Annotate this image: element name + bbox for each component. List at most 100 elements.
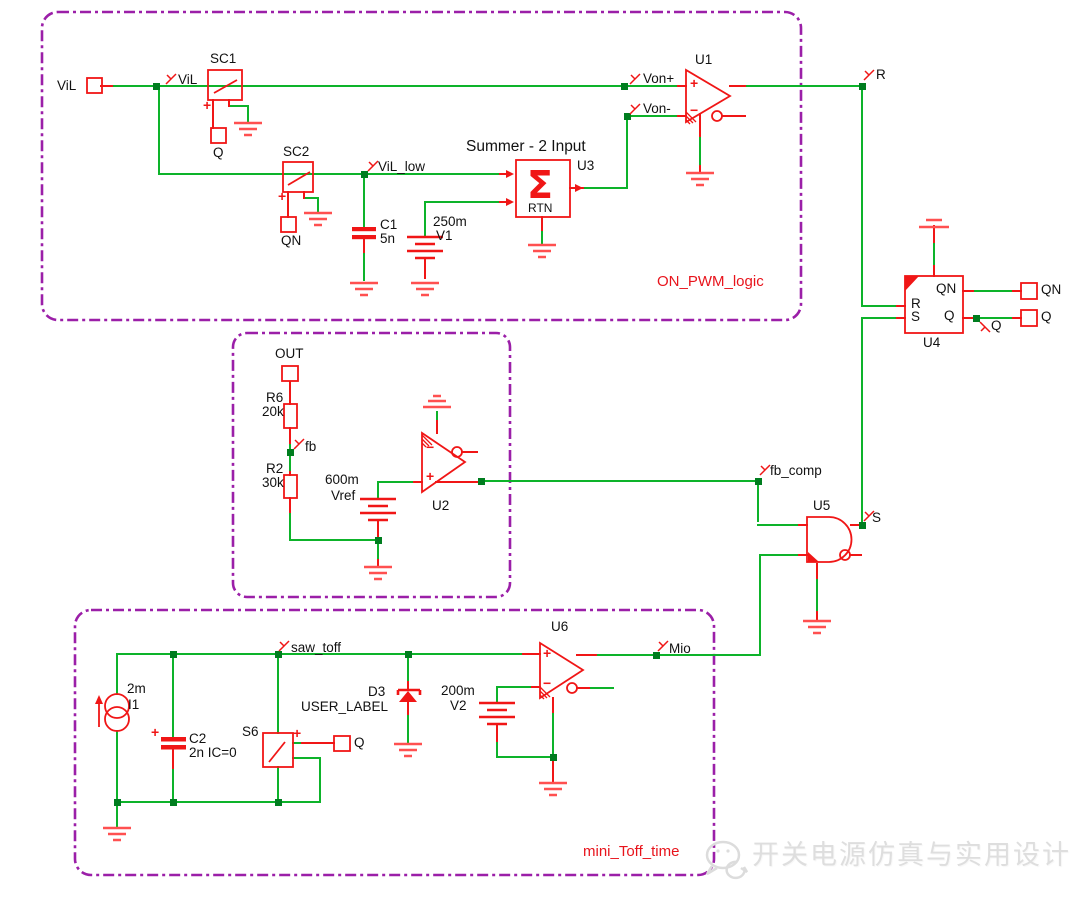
user-label-d3: USER_LABEL [301, 699, 389, 714]
stub-u6[interactable] [522, 653, 597, 689]
terminal-out [281, 365, 299, 382]
wire-v1[interactable] [424, 201, 501, 237]
wire-s-net[interactable] [861, 317, 898, 522]
terminal-boxes[interactable] [86, 77, 1038, 752]
stub-u1-outs[interactable] [722, 85, 746, 117]
wire-sc-gnds[interactable] [228, 105, 319, 213]
wire-mio-up[interactable] [759, 554, 800, 656]
pin-label-u4-q: Q [944, 308, 955, 323]
ref-label-sc1: SC1 [210, 51, 237, 66]
ref-label-d3: D3 [368, 684, 386, 699]
comparator-u1[interactable] [685, 68, 732, 124]
value-label-v2: 200m [441, 683, 475, 698]
capacitor-c2[interactable] [161, 737, 186, 750]
stub-u4-outs[interactable] [962, 290, 1022, 319]
pin-label-u4-r: R [911, 296, 921, 311]
nand-gate-u5[interactable] [806, 516, 853, 563]
capacitor-c1[interactable] [352, 227, 376, 240]
stub-u2-outs[interactable] [435, 420, 478, 483]
region-box-mini-toff [73, 608, 716, 877]
current-source-i1[interactable] [95, 693, 130, 732]
wire-r-net[interactable] [861, 89, 898, 307]
wire-u4-outs[interactable] [972, 290, 1014, 319]
terminal-qn-top [280, 216, 297, 233]
u2-minus-input-mark: − [426, 439, 435, 455]
net-label-von-plus: Von+ [643, 71, 675, 86]
ref-label-c2: C2 [189, 731, 207, 746]
net-label-fb-comp: fb_comp [770, 463, 822, 478]
stub-sc2-pins[interactable] [287, 191, 305, 218]
terminal-label-out: OUT [275, 346, 304, 361]
net-label-vil-low: ViL_low [378, 159, 426, 174]
net-label-mio: Mio [669, 641, 691, 656]
battery-vref[interactable] [360, 497, 396, 522]
ref-label-s6: S6 [242, 724, 259, 739]
terminal-label-q-right: Q [1041, 309, 1052, 324]
switch-s6[interactable] [262, 732, 294, 768]
ref-label-u3: U3 [577, 158, 595, 173]
stub-u4-ins[interactable] [896, 305, 906, 319]
nand-corner-mark [808, 552, 819, 562]
title-label-summer: Summer - 2 Input [466, 138, 586, 155]
stub-v2[interactable] [496, 697, 554, 783]
wire-vref[interactable] [377, 481, 415, 561]
flipflop-u4[interactable] [904, 275, 964, 334]
ground-u4-up [919, 218, 949, 229]
pin-label-rtn: RTN [528, 201, 553, 215]
comparator-u6[interactable] [539, 641, 585, 700]
stub-sc1-pins[interactable] [212, 99, 230, 129]
region-box-feedback [231, 331, 512, 599]
summer-block-u3[interactable] [506, 159, 583, 218]
ref-label-c1: C1 [380, 217, 398, 232]
wire-vil-drop[interactable] [158, 85, 501, 175]
wire-s6[interactable] [277, 657, 321, 803]
junction-dots [114, 83, 980, 806]
ref-label-u1: U1 [695, 52, 713, 67]
stub-vref[interactable] [377, 481, 423, 567]
resistor-r2[interactable] [283, 474, 298, 499]
value-label-i1: 2m [127, 681, 146, 696]
battery-v2[interactable] [479, 701, 515, 726]
value-label-r2: 30k [262, 475, 284, 490]
net-label-saw-toff: saw_toff [291, 640, 342, 655]
ref-label-u5: U5 [813, 498, 831, 513]
ref-label-u6: U6 [551, 619, 569, 634]
wire-u3-out[interactable] [582, 115, 679, 189]
ref-label-r6: R6 [266, 390, 284, 405]
region-label-mini-toff: mini_Toff_time [583, 843, 680, 860]
wire-u6-out[interactable] [588, 654, 761, 689]
u2-plus-input-mark: + [426, 468, 435, 484]
stub-c1-v1[interactable] [363, 239, 426, 279]
ref-label-v1: V1 [436, 228, 453, 243]
wire-v2[interactable] [496, 686, 554, 758]
stub-u1-ins[interactable] [677, 85, 687, 117]
stub-c2-s6[interactable] [172, 742, 335, 769]
switch-sc1[interactable] [207, 69, 243, 101]
u5-invert-bubble [839, 549, 851, 561]
resistor-r6[interactable] [283, 403, 298, 429]
ref-label-vref: Vref [331, 488, 356, 503]
switch-sc2[interactable] [282, 161, 314, 193]
net-label-von-minus: Von- [643, 101, 671, 116]
u1-minus-input-mark: − [690, 102, 699, 118]
ref-hatch-marks [421, 111, 697, 700]
value-label-c2: 2n IC=0 [189, 745, 237, 760]
terminal-vil [86, 77, 103, 94]
wire-fb-comp[interactable] [483, 480, 800, 526]
wire-saw-rail[interactable] [116, 653, 524, 828]
value-label-vref: 600m [325, 472, 359, 487]
terminal-qn-right [1020, 282, 1038, 300]
pin-label-u4-qn: QN [936, 281, 957, 296]
flipflop-corner-mark [905, 276, 919, 291]
sc1-plus-mark: + [203, 97, 212, 113]
net-label-fb: fb [305, 439, 317, 454]
diode-d3[interactable] [396, 688, 422, 702]
ref-label-u2: U2 [432, 498, 450, 513]
ref-label-v2: V2 [450, 698, 467, 713]
u6-plus-input-mark: + [543, 645, 552, 661]
ground-symbols[interactable] [103, 121, 949, 842]
wire-fb-divider[interactable] [289, 442, 379, 541]
comparator-u2[interactable] [421, 431, 467, 494]
battery-v1[interactable] [407, 235, 443, 260]
stub-u5[interactable] [798, 524, 862, 621]
